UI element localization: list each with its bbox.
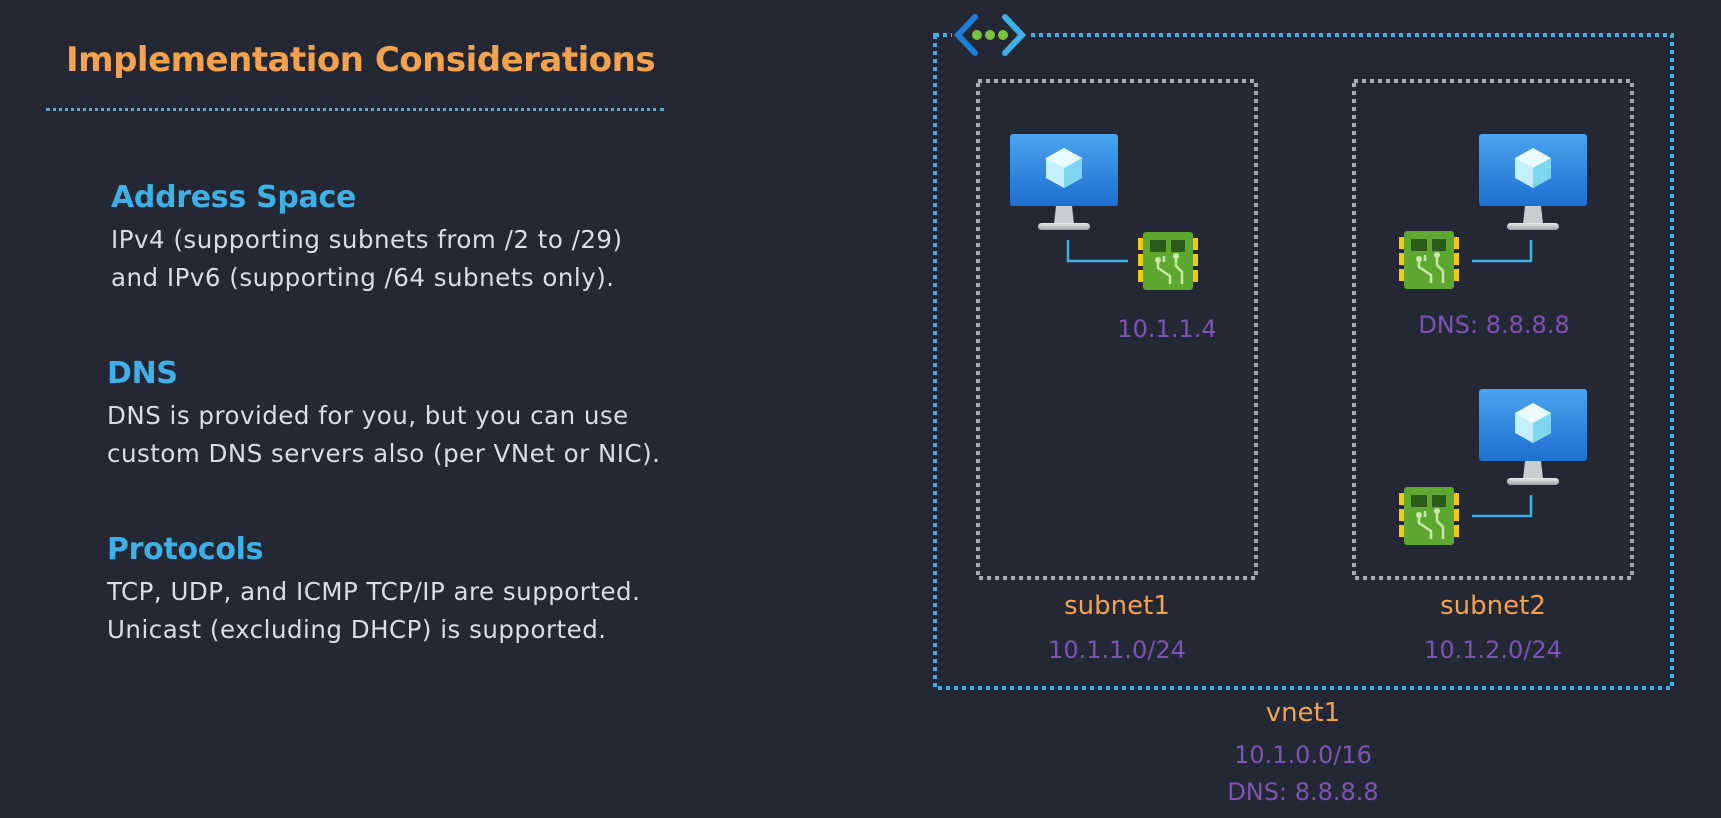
nic-dns-label: DNS: 8.8.8.8 (1418, 311, 1570, 339)
vnet-boundary (933, 33, 1674, 690)
subnet1-boundary (976, 79, 1258, 580)
vnet-cidr: 10.1.0.0/16 (1234, 741, 1372, 769)
section-heading: Protocols (107, 532, 264, 567)
nic-ip-label: 10.1.1.4 (1117, 315, 1217, 343)
section-body: IPv4 (supporting subnets from /2 to /29)… (111, 221, 623, 297)
subnet2-boundary (1352, 79, 1634, 580)
section-heading: Address Space (111, 180, 357, 215)
vm-nic-connector (1066, 240, 1128, 263)
section-protocols: Protocols TCP, UDP, and ICMP TCP/IP are … (107, 531, 640, 649)
title-divider (46, 108, 664, 111)
vnet-dns: DNS: 8.8.8.8 (1227, 778, 1379, 806)
section-body: TCP, UDP, and ICMP TCP/IP are supported.… (107, 573, 640, 649)
section-body: DNS is provided for you, but you can use… (107, 397, 660, 473)
vnet-name: vnet1 (1265, 698, 1341, 728)
page-title: Implementation Considerations (66, 40, 656, 80)
section-line: IPv4 (supporting subnets from /2 to /29) (111, 225, 623, 254)
nic-icon (1399, 487, 1459, 545)
nic-icon (1138, 232, 1198, 290)
section-line: TCP, UDP, and ICMP TCP/IP are supported. (107, 577, 641, 606)
section-line: DNS is provided for you, but you can use (107, 401, 629, 430)
section-heading: DNS (107, 356, 178, 391)
subnet1-name: subnet1 (1064, 591, 1170, 621)
vm-icon (1479, 389, 1587, 485)
section-dns: DNS DNS is provided for you, but you can… (107, 355, 660, 473)
subnet1-cidr: 10.1.1.0/24 (1048, 636, 1186, 664)
vm-icon (1479, 134, 1587, 230)
vnet-icon (952, 14, 1028, 56)
vm-nic-connector (1472, 495, 1533, 518)
vm-icon (1010, 134, 1118, 230)
section-address-space: Address Space IPv4 (supporting subnets f… (111, 179, 623, 297)
subnet2-cidr: 10.1.2.0/24 (1424, 636, 1562, 664)
section-line: Unicast (excluding DHCP) is supported. (107, 615, 607, 644)
vm-nic-connector (1472, 240, 1533, 263)
section-line: and IPv6 (supporting /64 subnets only). (111, 263, 615, 292)
section-line: custom DNS servers also (per VNet or NIC… (107, 439, 661, 468)
subnet2-name: subnet2 (1440, 591, 1546, 621)
nic-icon (1399, 231, 1459, 289)
